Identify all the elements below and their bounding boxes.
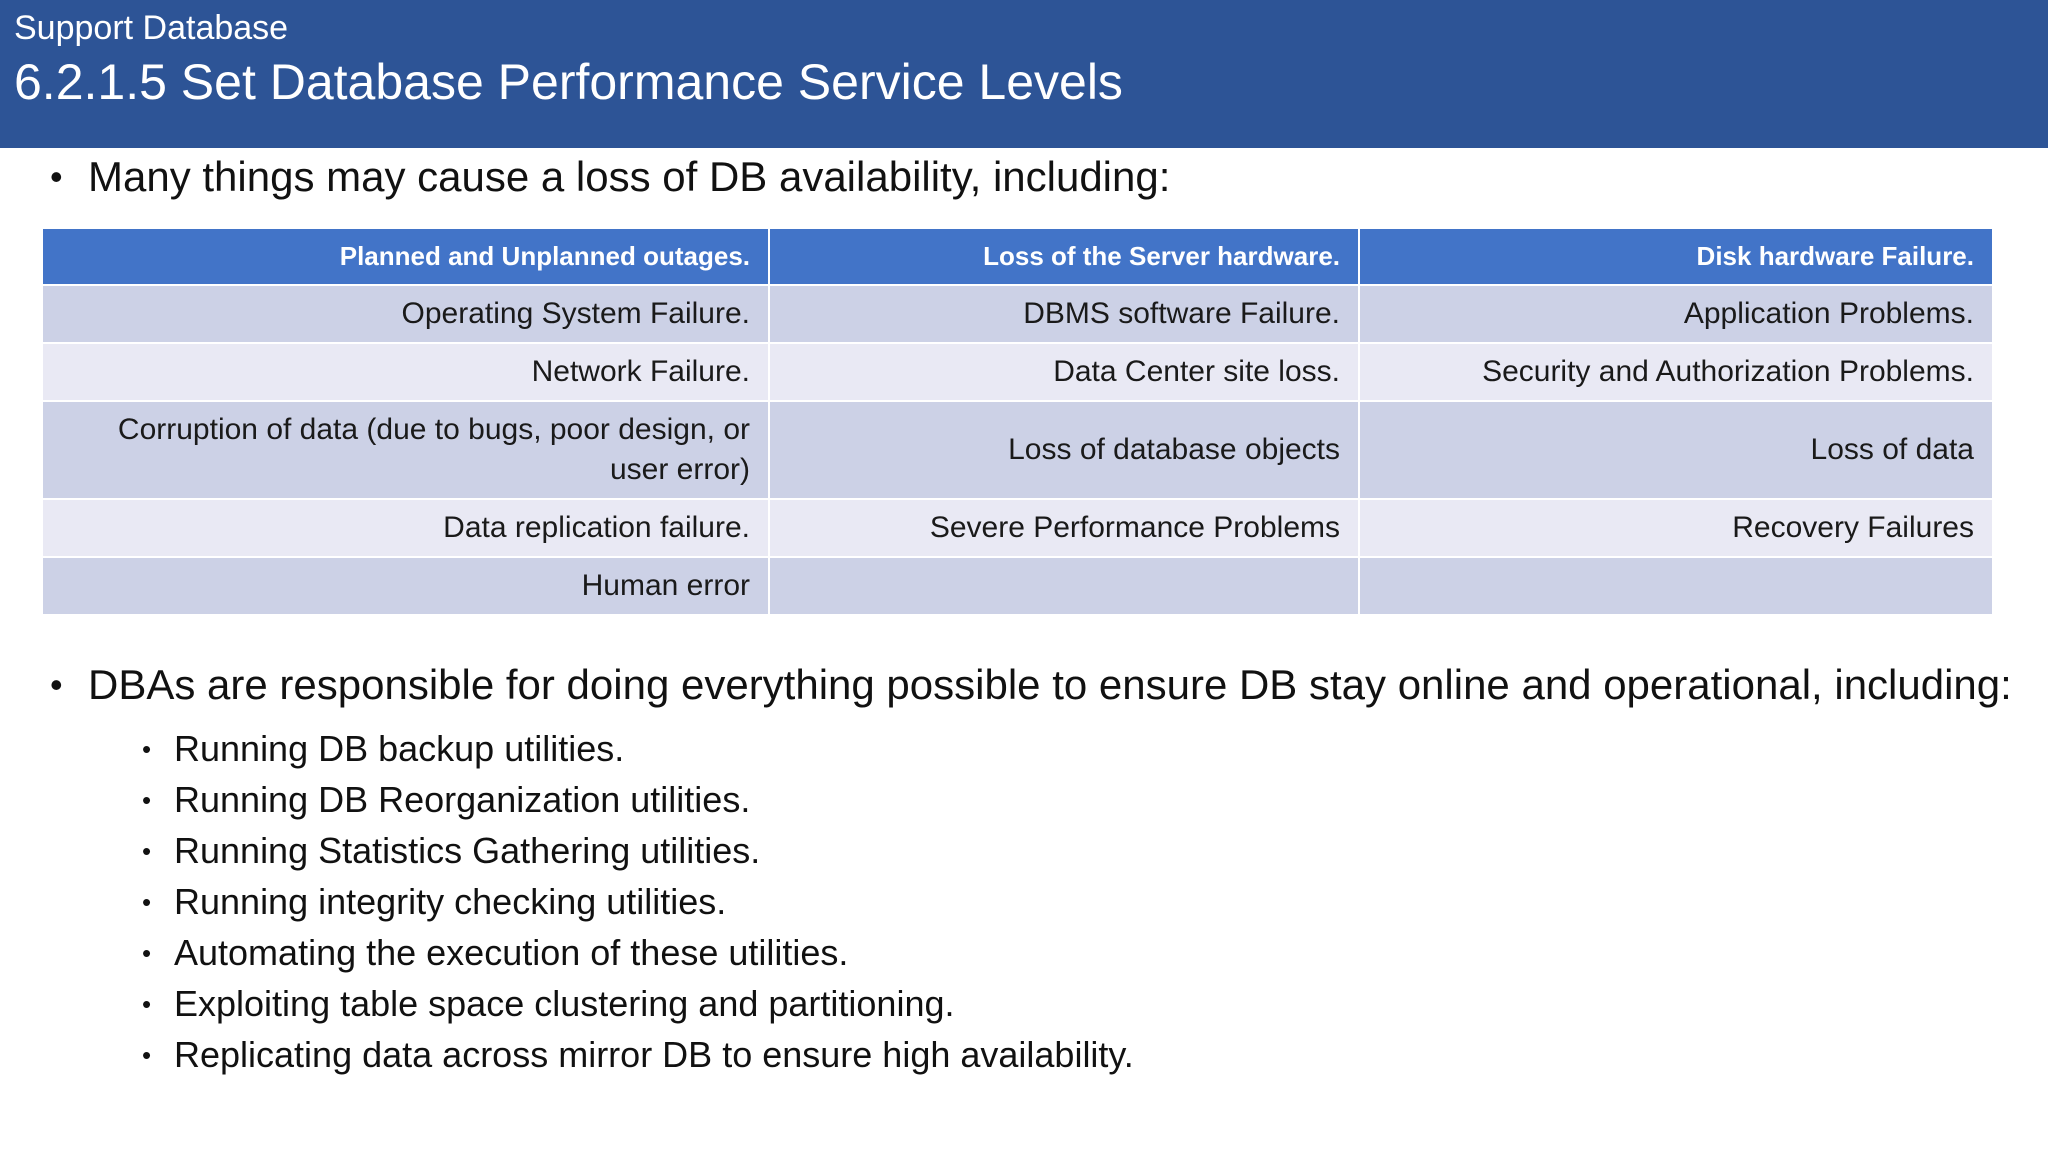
table-row: Data replication failure. Severe Perform…: [43, 500, 1992, 556]
table-cell: Severe Performance Problems: [770, 500, 1358, 556]
table-cell: Loss of data: [1360, 402, 1992, 498]
list-item: • Running integrity checking utilities.: [142, 877, 2030, 927]
table-cell: Loss of database objects: [770, 402, 1358, 498]
deck-kicker: Support Database: [14, 9, 289, 47]
lower-content: • DBAs are responsible for doing everyth…: [50, 660, 2030, 1081]
table-cell: [770, 558, 1358, 614]
bullet-dot-icon: •: [142, 938, 152, 968]
bullet-dot-icon: •: [142, 1040, 152, 1070]
page-title: 6.2.1.5 Set Database Performance Service…: [14, 54, 1123, 110]
sub-bullet-list: • Running DB backup utilities. • Running…: [50, 724, 2030, 1080]
list-item: • Running DB backup utilities.: [142, 724, 2030, 774]
column-header-planned-outages: Planned and Unplanned outages.: [43, 229, 768, 284]
list-item-text: Running integrity checking utilities.: [174, 881, 727, 922]
table-cell: Data replication failure.: [43, 500, 768, 556]
list-item-text: Running DB Reorganization utilities.: [174, 779, 751, 820]
list-item: • Exploiting table space clustering and …: [142, 979, 2030, 1029]
bullet-dot-icon: •: [142, 734, 152, 764]
table-cell: Application Problems.: [1360, 286, 1992, 342]
bullet-dot-icon: •: [142, 989, 152, 1019]
list-item: • Running DB Reorganization utilities.: [142, 775, 2030, 825]
column-header-disk-hardware: Disk hardware Failure.: [1360, 229, 1992, 284]
list-item: • Automating the execution of these util…: [142, 928, 2030, 978]
availability-loss-table: Planned and Unplanned outages. Loss of t…: [41, 227, 1994, 616]
table-cell: Human error: [43, 558, 768, 614]
lead-bullet-text: Many things may cause a loss of DB avail…: [88, 153, 1171, 200]
table-row: Operating System Failure. DBMS software …: [43, 286, 1992, 342]
table-cell: Corruption of data (due to bugs, poor de…: [43, 402, 768, 498]
table-cell: Data Center site loss.: [770, 344, 1358, 400]
list-item-text: Running DB backup utilities.: [174, 728, 625, 769]
bullet-dot-icon: •: [142, 836, 152, 866]
list-item: • Running Statistics Gathering utilities…: [142, 826, 2030, 876]
list-item-text: Running Statistics Gathering utilities.: [174, 830, 761, 871]
main-bullet-text: DBAs are responsible for doing everythin…: [88, 661, 2012, 708]
list-item-text: Exploiting table space clustering and pa…: [174, 983, 955, 1024]
table-cell: DBMS software Failure.: [770, 286, 1358, 342]
main-bullet: • DBAs are responsible for doing everyth…: [50, 660, 2030, 710]
table-body: Operating System Failure. DBMS software …: [43, 286, 1992, 614]
table-cell: Operating System Failure.: [43, 286, 768, 342]
list-item-text: Replicating data across mirror DB to ens…: [174, 1034, 1134, 1075]
title-banner: Support Database 6.2.1.5 Set Database Pe…: [0, 0, 2048, 148]
table-head: Planned and Unplanned outages. Loss of t…: [43, 229, 1992, 284]
table-cell: Security and Authorization Problems.: [1360, 344, 1992, 400]
list-item-text: Automating the execution of these utilit…: [174, 932, 849, 973]
bullet-dot-icon: •: [50, 156, 63, 197]
bullet-dot-icon: •: [142, 887, 152, 917]
table-row: Corruption of data (due to bugs, poor de…: [43, 402, 1992, 498]
bullet-dot-icon: •: [50, 664, 63, 705]
table-row: Network Failure. Data Center site loss. …: [43, 344, 1992, 400]
lead-bullet: • Many things may cause a loss of DB ava…: [50, 148, 2010, 206]
table-header-row: Planned and Unplanned outages. Loss of t…: [43, 229, 1992, 284]
list-item: • Replicating data across mirror DB to e…: [142, 1030, 2030, 1080]
column-header-server-hardware: Loss of the Server hardware.: [770, 229, 1358, 284]
table-row: Human error: [43, 558, 1992, 614]
table-cell: Network Failure.: [43, 344, 768, 400]
table-cell: Recovery Failures: [1360, 500, 1992, 556]
bullet-dot-icon: •: [142, 785, 152, 815]
table-cell: [1360, 558, 1992, 614]
